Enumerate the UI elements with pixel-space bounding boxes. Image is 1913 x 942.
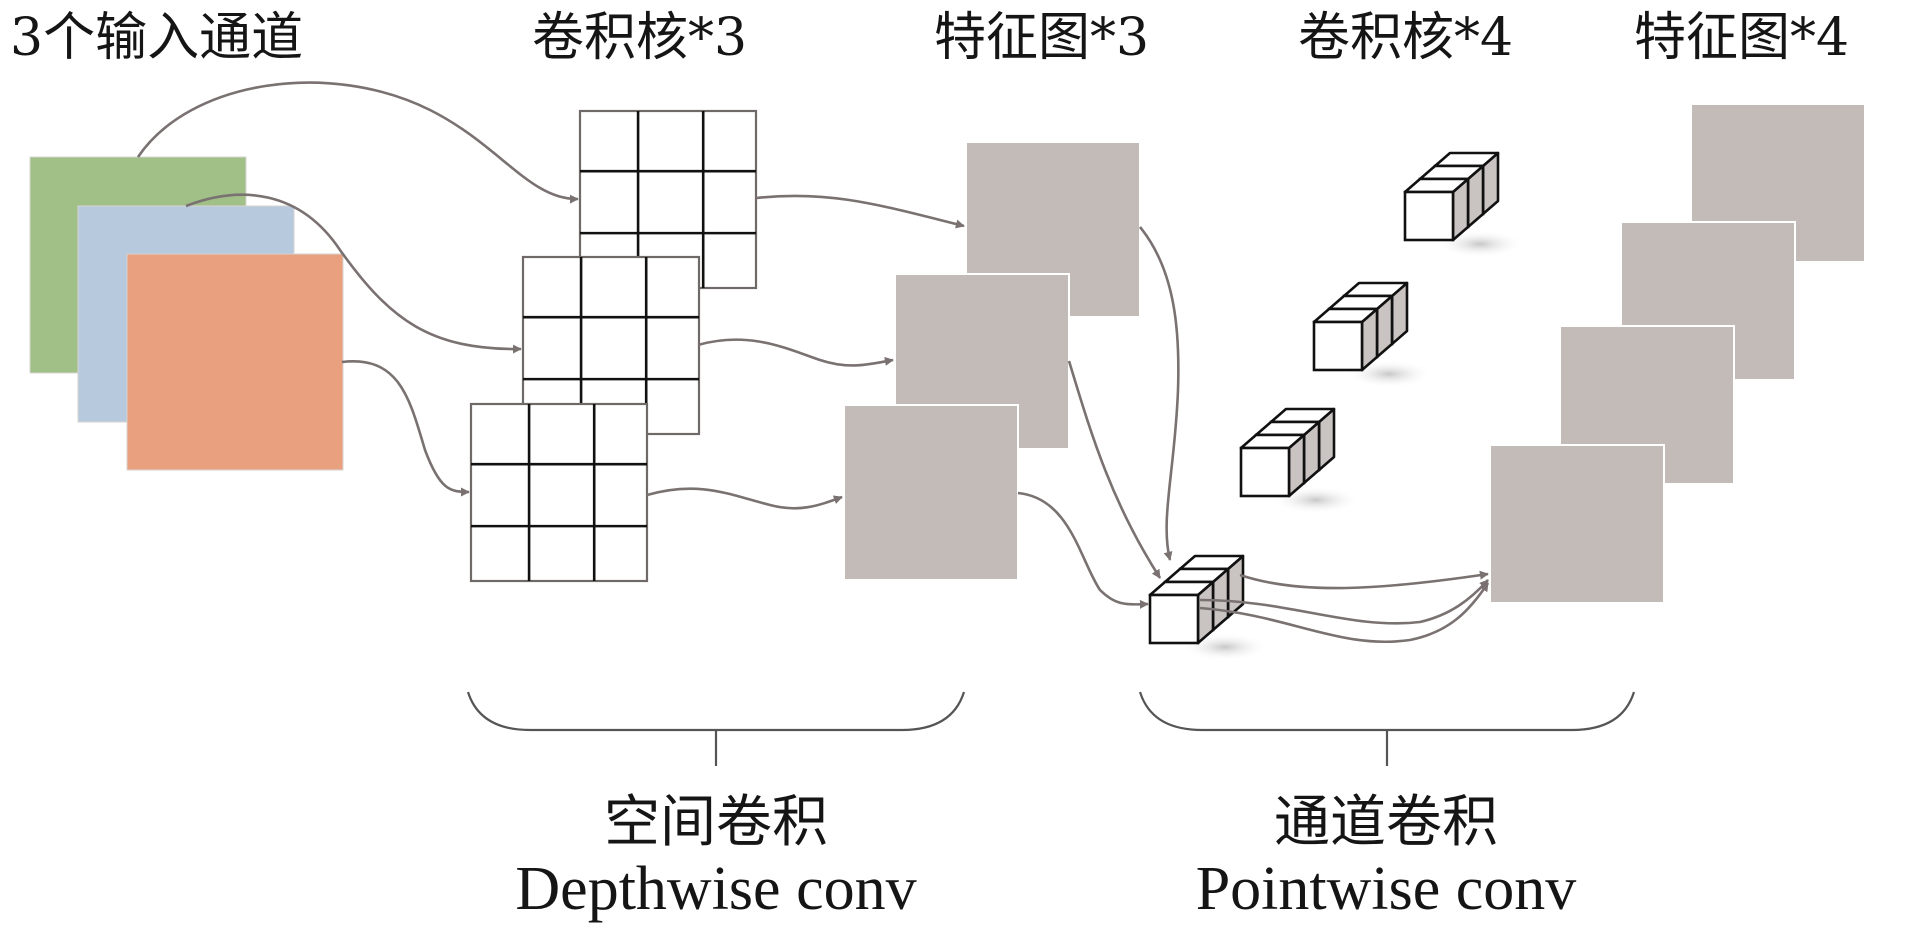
brace-curve xyxy=(466,691,966,732)
title-depthwise-kernels: 卷积核*3 xyxy=(532,8,748,68)
cube-front-face xyxy=(1239,446,1291,498)
pointwise-kernel-3 xyxy=(1239,407,1360,514)
depthwise-brace xyxy=(466,691,966,766)
cube-front-face xyxy=(1148,593,1200,645)
pointwise-kernel-1 xyxy=(1403,151,1524,258)
input-channel-3 xyxy=(126,253,344,471)
caption-depthwise: 空间卷积 Depthwise conv xyxy=(466,790,966,922)
depthwise-feature-map-3 xyxy=(843,404,1019,581)
pointwise-feature-maps xyxy=(1489,103,1866,604)
title-pointwise-kernels: 卷积核*4 xyxy=(1298,8,1514,68)
kernel-border xyxy=(469,402,649,583)
arrow-9 xyxy=(1017,491,1149,609)
caption-pointwise-zh: 通道卷积 xyxy=(1274,790,1498,855)
arrow-11 xyxy=(1199,579,1489,625)
caption-pointwise: 通道卷积 Pointwise conv xyxy=(1136,790,1636,922)
title-pointwise-feature-maps: 特征图*4 xyxy=(1634,8,1850,68)
arrow-8 xyxy=(1067,360,1162,579)
pointwise-kernel-2 xyxy=(1312,281,1433,388)
brace-curve xyxy=(1138,691,1636,732)
title-depthwise-feature-maps: 特征图*3 xyxy=(934,8,1150,68)
caption-depthwise-zh: 空间卷积 xyxy=(604,790,828,855)
arrow-7 xyxy=(1138,226,1180,561)
depthwise-kernel-3 xyxy=(469,402,649,583)
caption-pointwise-en: Pointwise conv xyxy=(1195,855,1577,923)
stage-braces xyxy=(466,691,1636,766)
arrow-10 xyxy=(1239,570,1489,590)
arrow-12 xyxy=(1199,582,1490,644)
input-channels xyxy=(29,156,344,471)
depthwise-feature-maps xyxy=(843,141,1141,581)
arrow-4 xyxy=(755,194,965,229)
arrow-6 xyxy=(646,487,843,510)
arrow-2 xyxy=(185,193,522,354)
pointwise-feature-map-4 xyxy=(1489,444,1665,604)
pointwise-brace xyxy=(1138,691,1636,766)
pointwise-kernel-4 xyxy=(1148,554,1269,661)
pointwise-kernels xyxy=(1148,151,1524,661)
arrow-1 xyxy=(136,81,579,204)
title-input-channels: 3个输入通道 xyxy=(10,8,304,68)
cube-front-face xyxy=(1312,320,1364,372)
cube-front-face xyxy=(1403,190,1455,242)
depthwise-kernels xyxy=(469,109,758,583)
arrows xyxy=(136,81,1490,644)
arrow-3 xyxy=(341,359,470,497)
caption-depthwise-en: Depthwise conv xyxy=(515,855,917,923)
arrow-5 xyxy=(697,338,894,367)
